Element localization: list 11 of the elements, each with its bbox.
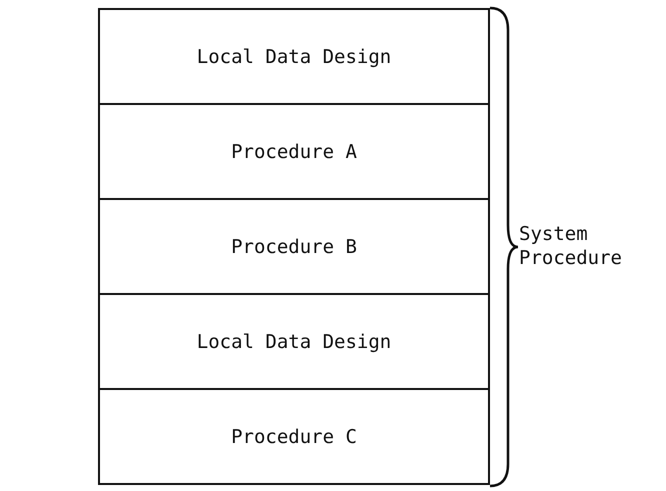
brace-label: System Procedure xyxy=(519,222,623,270)
stack-layer xyxy=(98,293,490,390)
layer-label: Procedure A xyxy=(231,140,357,162)
stack-layer xyxy=(98,198,490,295)
layer-label: Procedure C xyxy=(231,426,357,448)
layer-label: Procedure B xyxy=(231,236,357,258)
stack-layer xyxy=(98,388,490,485)
layer-label: Local Data Design xyxy=(196,330,392,352)
stack-layer xyxy=(98,8,490,105)
layer-label: Local Data Design xyxy=(196,46,392,68)
stack-layer xyxy=(98,103,490,200)
